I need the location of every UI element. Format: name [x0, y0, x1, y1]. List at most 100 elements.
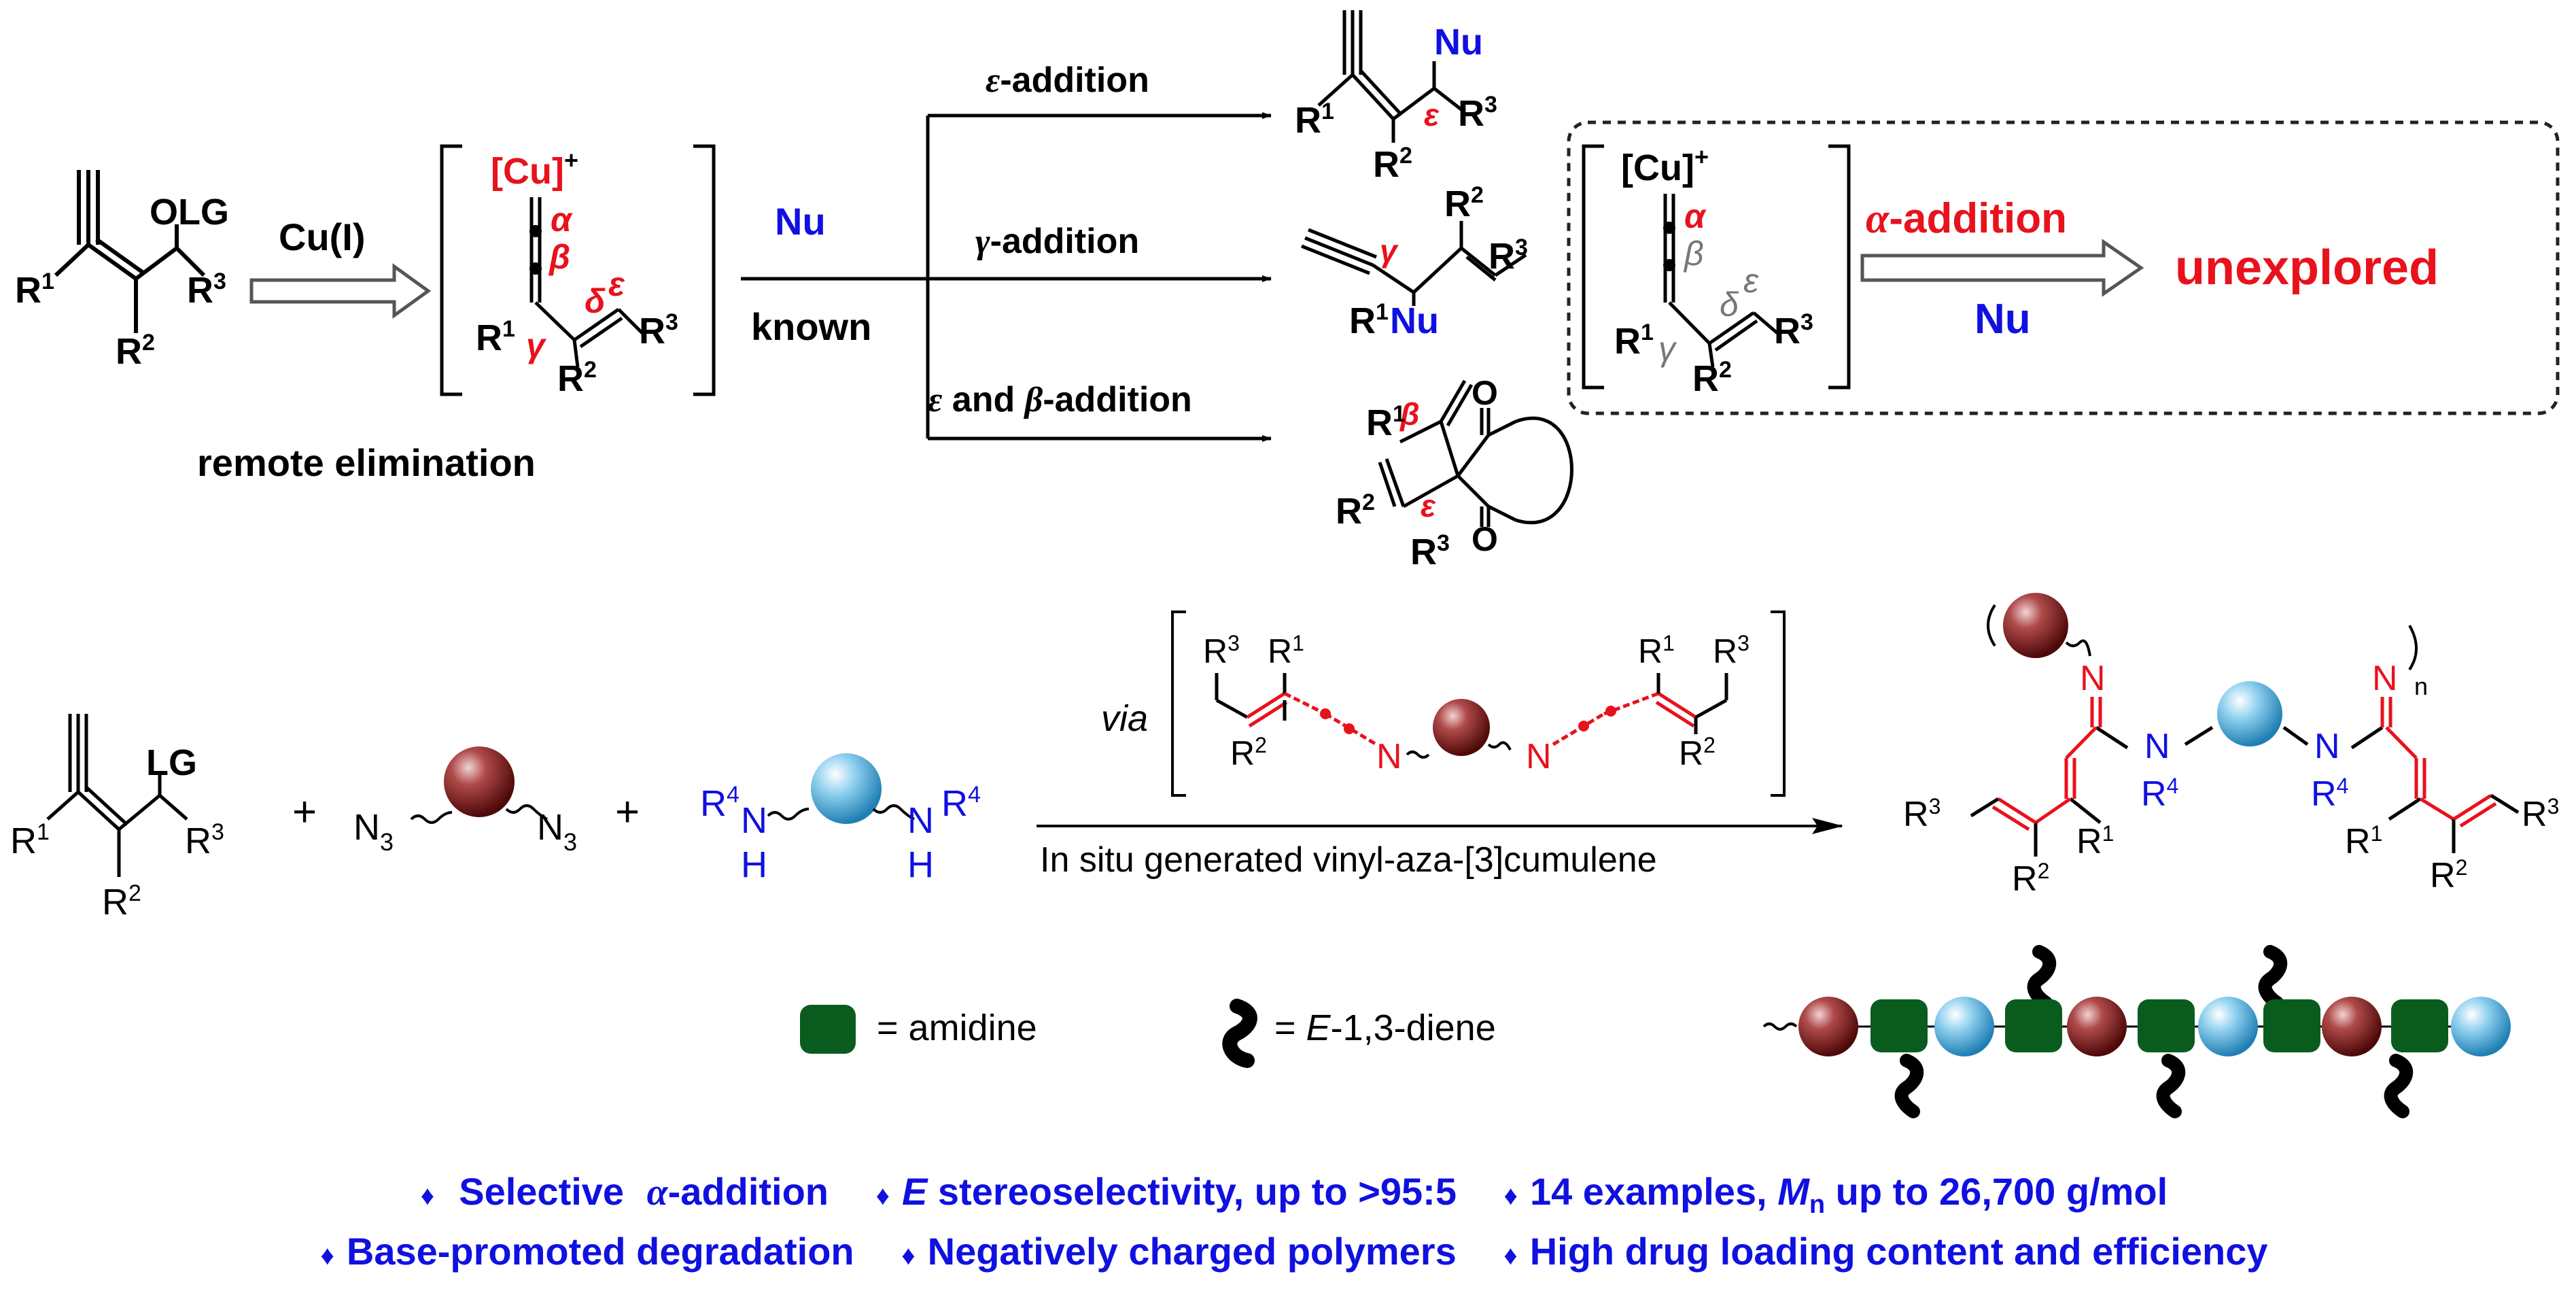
r4-product-right: R4	[2311, 774, 2348, 814]
n-amine-left: N	[2144, 727, 2170, 766]
r1-p1: R1	[1295, 99, 1334, 141]
lg-label: LG	[146, 742, 197, 783]
r4-left: R4	[700, 782, 739, 824]
gamma-box: γ	[1658, 330, 1677, 368]
footer-line-1: ♦Selective α-addition ♦E stereoselectivi…	[0, 1169, 2576, 1220]
cu-plus-label: [Cu]+	[491, 146, 578, 192]
remote-elimination-label: remote elimination	[197, 441, 536, 484]
plus-1: +	[292, 789, 317, 836]
chain-amidine-1	[1870, 999, 1928, 1052]
box-bracket	[1582, 144, 1851, 390]
r1-label: R1	[15, 269, 54, 311]
n-via-l: N	[1376, 737, 1402, 776]
delta-label-top: δ	[585, 282, 606, 320]
cyan-sphere-product	[2217, 681, 2282, 746]
delta-box: δ	[1720, 286, 1739, 324]
allenylidene-box	[1663, 194, 1779, 368]
known-label: known	[751, 305, 871, 348]
intermediate-bracket	[440, 144, 716, 396]
nu-label: Nu	[775, 200, 826, 243]
n-via-r: N	[1526, 737, 1552, 776]
nu-box: Nu	[1974, 296, 2031, 343]
gamma-addition-label: γ-addition	[975, 222, 1139, 261]
n-left-amine: N	[741, 800, 767, 841]
unexplored-box	[1567, 120, 2560, 415]
maroon-sphere-via	[1433, 699, 1490, 756]
cu-plus-box: [Cu]+	[1621, 143, 1709, 188]
r4-product-left: R4	[2141, 774, 2178, 814]
nu-p1: Nu	[1434, 22, 1483, 63]
start-material-bottom	[46, 714, 188, 877]
r3-product-right: R3	[2522, 794, 2559, 834]
r3-product-left: R3	[1903, 794, 1940, 834]
epsilon-label-top: ε	[608, 265, 625, 303]
maroon-sphere-product	[2003, 593, 2068, 658]
r2-via-l: R2	[1230, 733, 1267, 772]
r1-box: R1	[1614, 320, 1654, 362]
r3-p1: R3	[1458, 92, 1497, 134]
chain-cyan-1	[1934, 997, 1994, 1056]
r3-box: R3	[1774, 309, 1813, 351]
r3-label: R3	[187, 269, 226, 311]
footer-item-2: ♦E stereoselectivity, up to >95:5	[875, 1170, 1457, 1213]
o2-spiro: O	[1472, 520, 1498, 558]
product-gamma	[1301, 221, 1527, 306]
in-situ-label: In situ generated vinyl-aza-[3]cumulene	[1040, 840, 1657, 880]
h-right-amine: H	[907, 844, 934, 885]
chain-amidine-5	[2391, 999, 2448, 1052]
r2-via-r: R2	[1679, 733, 1716, 772]
beta-box: β	[1683, 235, 1704, 273]
chain-cyan-3	[2451, 997, 2511, 1056]
r1-p2: R1	[1349, 299, 1389, 341]
footer-item-3: ♦14 examples, Mn up to 26,700 g/mol	[1503, 1170, 2168, 1220]
r2-int-label: R2	[557, 357, 597, 399]
olg-label: OLG	[150, 192, 229, 233]
epsilon-box: ε	[1743, 262, 1759, 300]
r3-p2: R3	[1489, 235, 1528, 277]
polymer-backbone	[1970, 697, 2520, 857]
n3-right: N3	[537, 807, 577, 856]
amidine-square-icon	[800, 1005, 856, 1054]
eps-addition-label: ε-addition	[986, 61, 1149, 100]
r2-product-right: R2	[2430, 855, 2467, 895]
subscript-n: n	[2414, 672, 2428, 700]
via-label: via	[1101, 698, 1148, 739]
chain-amidine-3	[2138, 999, 2195, 1052]
beta-spiro: β	[1399, 396, 1420, 432]
plus-2: +	[615, 789, 640, 836]
footer-item-6: ♦High drug loading content and efficienc…	[1503, 1230, 2268, 1273]
r2-label: R2	[116, 330, 155, 372]
via-bracket	[1171, 610, 1786, 797]
chain-maroon-3	[2322, 997, 2382, 1056]
r2-p2: R2	[1444, 182, 1484, 224]
eb-addition-label: ε and β-addition	[928, 380, 1192, 419]
branch-arrows	[926, 112, 1272, 442]
r1-via-r: R1	[1638, 631, 1675, 670]
beta-label-top: β	[548, 238, 570, 276]
r2-spiro: R2	[1336, 489, 1375, 532]
product-eps	[1317, 10, 1466, 143]
gamma-p2: γ	[1380, 233, 1399, 269]
r2-bot-sm: R2	[102, 880, 141, 923]
r3-bot-sm: R3	[185, 819, 224, 861]
chain-maroon-2	[2067, 997, 2127, 1056]
chain-cyan-2	[2198, 997, 2258, 1056]
r1-product-left: R1	[2076, 821, 2114, 861]
footer-line-2: ♦Base-promoted degradation ♦Negatively c…	[0, 1229, 2576, 1273]
n-right-amine: N	[907, 800, 934, 841]
r2-product-left: R2	[2012, 859, 2049, 899]
maroon-sphere-monomer	[444, 746, 515, 817]
r1-via-l: R1	[1268, 631, 1304, 670]
n-imine-right: N	[2372, 659, 2398, 698]
n3-left: N3	[353, 807, 394, 856]
r4-right: R4	[941, 782, 981, 824]
r3-via-r: R3	[1713, 631, 1750, 670]
r2-box: R2	[1692, 357, 1732, 399]
eps-spiro: ε	[1421, 488, 1436, 523]
hollow-arrow-1	[249, 263, 432, 319]
r3-spiro: R3	[1410, 530, 1450, 572]
r2-p1: R2	[1373, 143, 1412, 185]
r1-product-right: R1	[2345, 821, 2382, 861]
footer-item-4: ♦Base-promoted degradation	[320, 1230, 854, 1273]
n-amine-right: N	[2314, 727, 2340, 766]
